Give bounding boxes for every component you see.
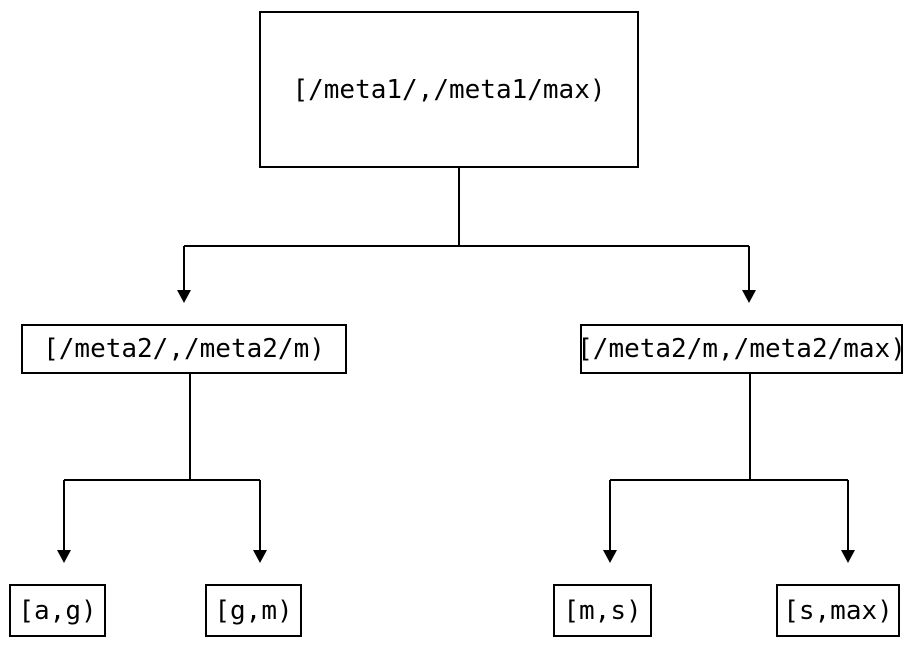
node-leaf-2-label: [g,m) bbox=[214, 595, 293, 626]
node-leaf-4[interactable]: [s,max) bbox=[776, 584, 900, 637]
arrowhead-to-leaf-4 bbox=[841, 550, 855, 563]
edge-midleft-to-leaves-group bbox=[62, 374, 262, 551]
node-root[interactable]: [/meta1/,/meta1/max) bbox=[259, 11, 639, 168]
edge-midright-to-leaves-group bbox=[608, 374, 850, 551]
node-leaf-3[interactable]: [m,s) bbox=[553, 584, 652, 637]
node-mid-left-label: [/meta2/,/meta2/m) bbox=[43, 334, 325, 364]
node-leaf-1[interactable]: [a,g) bbox=[9, 584, 106, 637]
node-leaf-1-label: [a,g) bbox=[18, 595, 97, 626]
node-mid-left[interactable]: [/meta2/,/meta2/m) bbox=[21, 324, 347, 374]
arrowhead-to-mid-right bbox=[742, 290, 756, 303]
node-mid-right-label: [/meta2/m,/meta2/max) bbox=[577, 334, 906, 364]
arrowhead-to-leaf-2 bbox=[253, 550, 267, 563]
arrowhead-to-mid-left bbox=[177, 290, 191, 303]
arrowhead-to-leaf-3 bbox=[603, 550, 617, 563]
edge-root-to-mid-group bbox=[182, 168, 751, 291]
node-root-label: [/meta1/,/meta1/max) bbox=[292, 74, 606, 105]
node-mid-right[interactable]: [/meta2/m,/meta2/max) bbox=[577, 324, 906, 374]
node-leaf-2[interactable]: [g,m) bbox=[205, 584, 302, 637]
node-leaf-3-label: [m,s) bbox=[563, 595, 642, 626]
arrowhead-to-leaf-1 bbox=[57, 550, 71, 563]
node-leaf-4-label: [s,max) bbox=[783, 595, 893, 626]
